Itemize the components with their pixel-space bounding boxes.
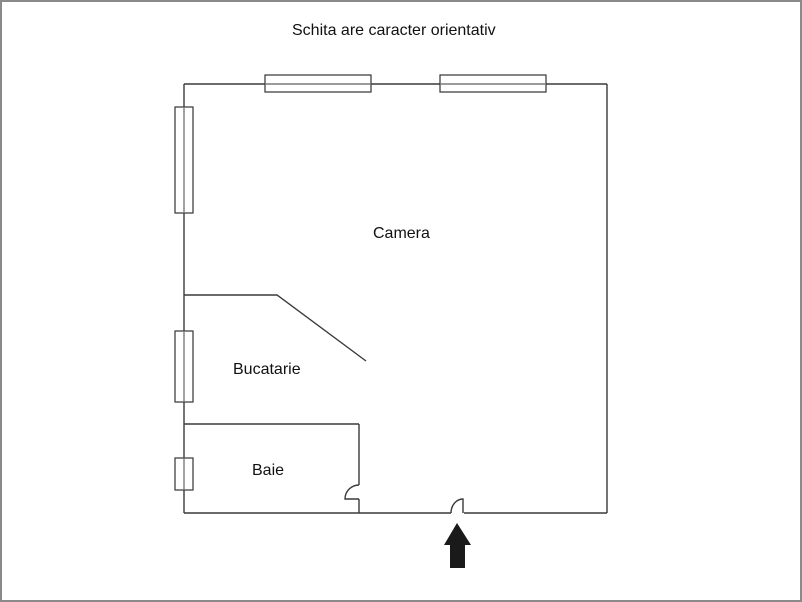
plan-title: Schita are caracter orientativ	[292, 22, 496, 39]
room-label-camera: Camera	[373, 225, 430, 242]
bathroom-door-icon	[344, 484, 360, 500]
kitchen-partition	[184, 294, 367, 362]
room-label-bucatarie: Bucatarie	[233, 361, 301, 378]
room-label-baie: Baie	[252, 462, 285, 479]
entrance-arrow-icon	[444, 523, 471, 568]
entrance-door-icon	[450, 498, 464, 514]
